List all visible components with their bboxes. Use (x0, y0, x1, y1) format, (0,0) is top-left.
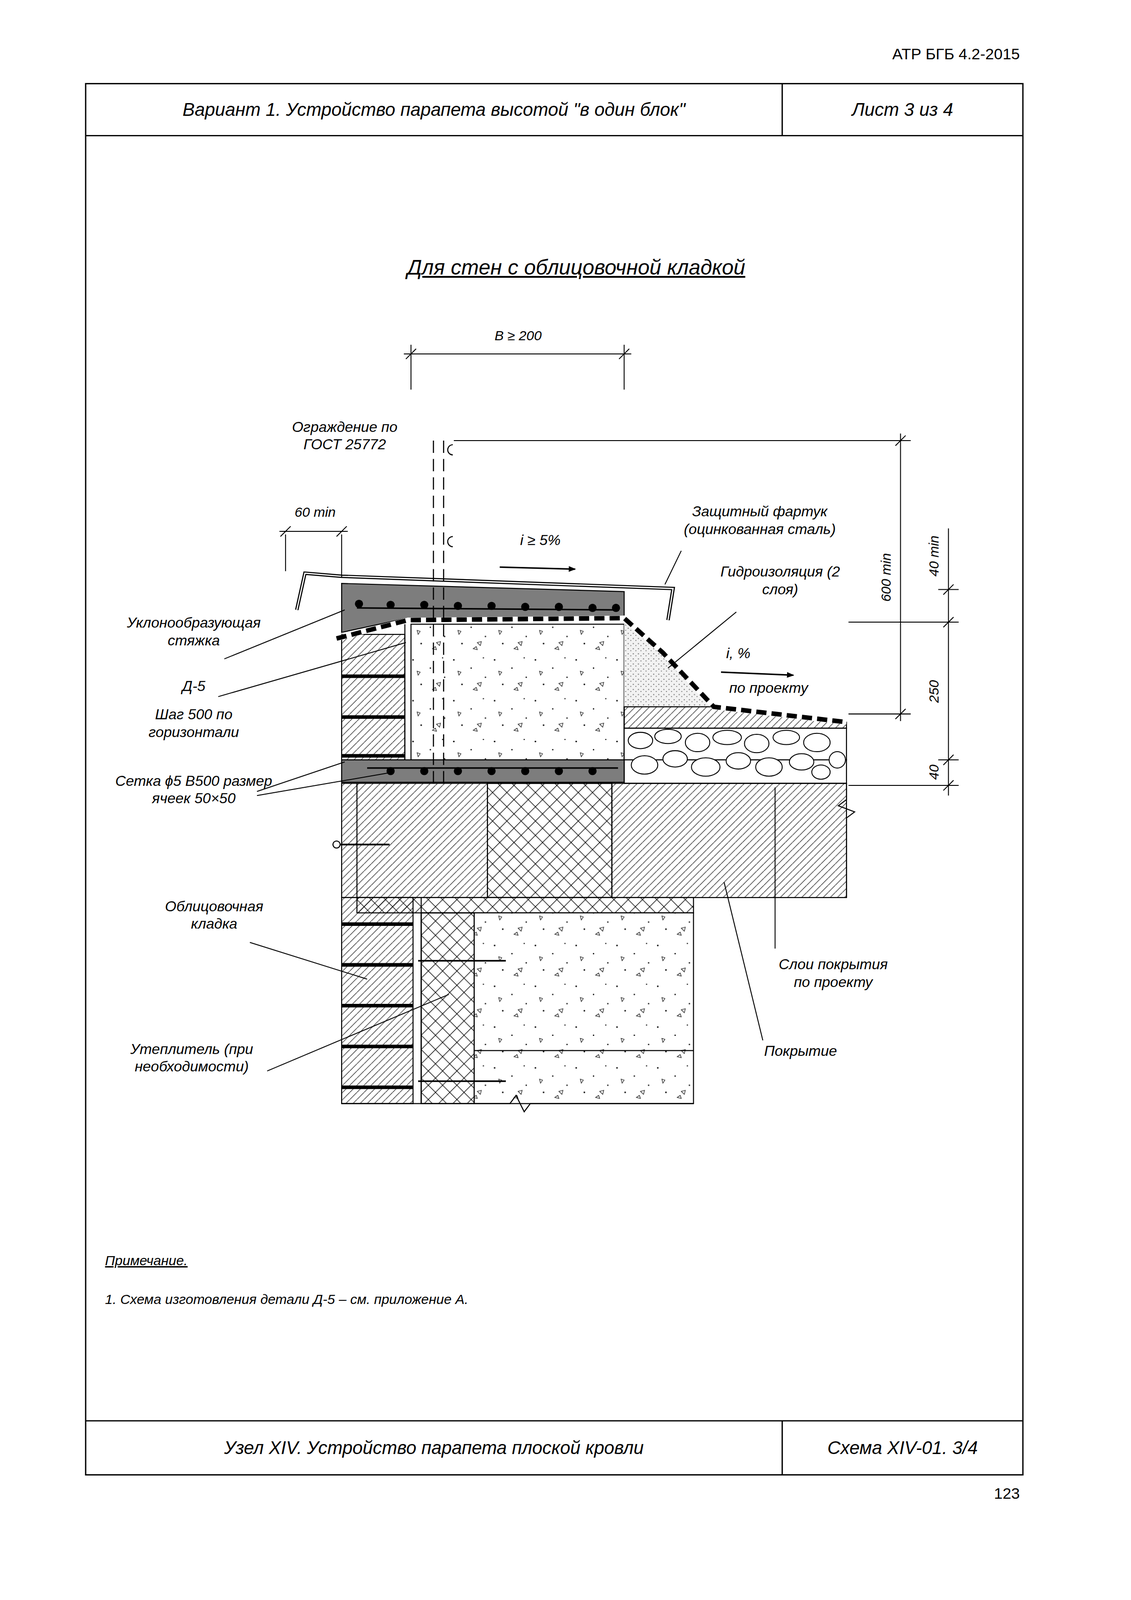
sheet-frame (85, 83, 1023, 1475)
part-mark: Д-5 (181, 677, 206, 695)
callout-text: Утеплитель (при необходимости) (106, 1040, 278, 1076)
dimension-lines (279, 344, 959, 796)
callout-text: Ограждение по ГОСТ 25772 (277, 418, 412, 454)
callout-text: Гидроизоляция (2 слоя) (720, 562, 841, 598)
title-block-cell: Узел XIV. Устройство парапета плоской кр… (85, 1420, 783, 1475)
slope-text: i ≥ 5% (519, 531, 561, 549)
title-block-text: Вариант 1. Устройство парапета высотой "… (182, 99, 685, 120)
leader-lines (218, 550, 776, 1071)
page-number: 123 (994, 1483, 1021, 1503)
title-block-text: Узел XIV. Устройство парапета плоской кр… (224, 1437, 644, 1458)
callout-text: Слои покрытия по проекту (768, 955, 898, 991)
title-block-text: Схема XIV-01. 3/4 (827, 1437, 978, 1458)
title-block-cell: Схема XIV-01. 3/4 (782, 1420, 1023, 1475)
dimension-text: 40 min (925, 535, 943, 577)
note-heading: Примечание. (104, 1252, 188, 1269)
callout-text: Уклонообразующая стяжка (107, 613, 281, 649)
dimension-text: 250 (925, 679, 943, 703)
drawing-title: Для стен с облицовочной кладкой (407, 254, 746, 281)
callout-text: Покрытие (764, 1042, 838, 1060)
callout-text: Сетка ϕ5 В500 размер ячеек 50×50 (113, 772, 275, 808)
callout-text: Облицовочная кладка (151, 897, 277, 933)
callout-text: Защитный фартук (оцинкованная сталь) (669, 502, 851, 538)
dimension-text: 40 (925, 764, 943, 780)
title-block-cell: Вариант 1. Устройство парапета высотой "… (85, 83, 783, 136)
dimension-text: В ≥ 200 (494, 327, 542, 344)
dimension-text: 60 min (294, 503, 336, 521)
title-block-text: Лист 3 из 4 (851, 99, 954, 120)
note-text: 1. Схема изготовления детали Д-5 – см. п… (104, 1291, 469, 1308)
construction-section (296, 440, 855, 1112)
title-block-cell: Лист 3 из 4 (782, 83, 1023, 136)
dimension-text: 600 min (877, 552, 895, 602)
slope-text: i, % (726, 644, 751, 662)
document-code: АТР БГБ 4.2-2015 (892, 44, 1021, 64)
callout-text: Шаг 500 по горизонтали (132, 705, 255, 741)
slope-text: по проекту (729, 679, 809, 697)
